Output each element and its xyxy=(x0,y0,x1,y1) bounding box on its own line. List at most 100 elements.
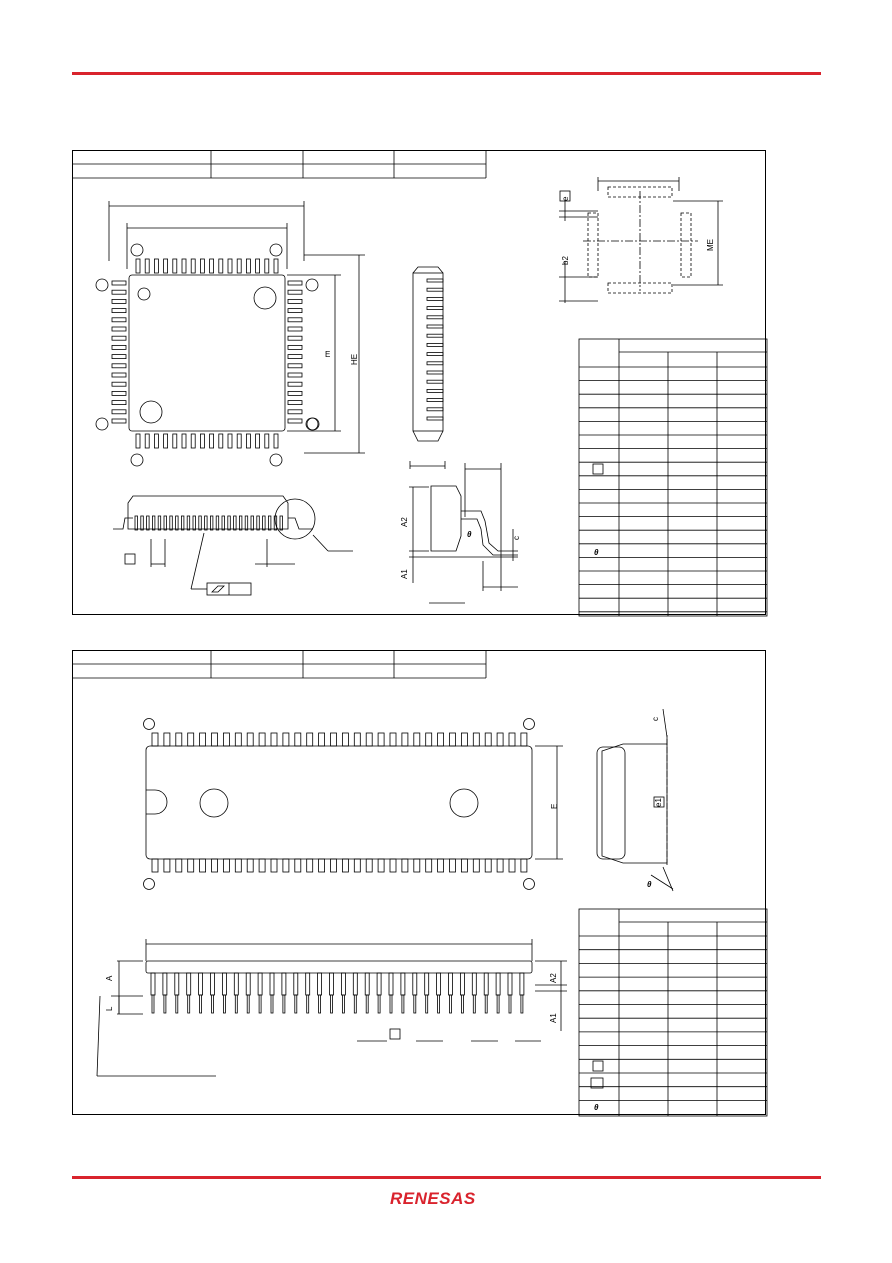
qfp-pin xyxy=(111,289,127,295)
dip-side-pin xyxy=(400,972,406,996)
qfp-pin xyxy=(287,308,303,314)
dip-pin xyxy=(270,732,278,747)
dip-pin xyxy=(199,732,206,747)
qfp-front-pin xyxy=(181,515,185,531)
qfp-front-pin xyxy=(204,515,208,531)
dip-pin xyxy=(437,732,445,747)
logo-text: RENESAS xyxy=(390,1189,476,1208)
qfp-pin xyxy=(218,433,224,449)
qfp-front-pin xyxy=(279,515,283,531)
qfp-pin xyxy=(209,258,215,274)
label-theta-detail: θ xyxy=(467,530,472,539)
qfp-pin xyxy=(135,258,141,274)
dip-pin xyxy=(341,858,349,873)
dip-pin xyxy=(484,858,492,873)
qfp-pin xyxy=(273,258,279,274)
dip-pin xyxy=(306,858,314,873)
dip-side-pin-tip xyxy=(508,994,512,1014)
header-rule xyxy=(72,72,821,75)
dip-pin xyxy=(318,858,326,873)
dip-pin xyxy=(246,858,254,873)
qfp-outline-drawing xyxy=(73,151,768,617)
title-table xyxy=(73,151,487,179)
dip-side-pin xyxy=(495,972,501,996)
qfp-pin xyxy=(181,433,187,449)
qfp-pin xyxy=(273,433,279,449)
qfp-pin xyxy=(245,433,251,449)
dip-pin xyxy=(413,732,421,747)
dip-side-pin xyxy=(364,972,370,996)
qfp-pin xyxy=(245,258,251,274)
qfp-pin xyxy=(255,433,261,449)
dip-side-pin-tip xyxy=(318,994,322,1014)
qfp-pin xyxy=(111,381,127,387)
dip-pin xyxy=(484,732,492,747)
dip-side-pin xyxy=(257,972,263,996)
qfp-pin xyxy=(236,258,242,274)
dip-side-pin-tip xyxy=(413,994,417,1014)
dip-side-pin-tip xyxy=(353,994,357,1014)
qfp-pin xyxy=(287,381,303,387)
label-c: c xyxy=(512,536,521,540)
qfp-front-pin xyxy=(134,515,138,531)
dip-side-pin-tip xyxy=(330,994,333,1014)
label-ME: ME xyxy=(706,239,715,251)
qfp-pin xyxy=(287,280,303,286)
dip-pin xyxy=(306,732,314,747)
qfp-side-pin xyxy=(426,324,444,329)
qfp-pin xyxy=(111,280,127,286)
dip-side-pin-tip xyxy=(306,994,310,1014)
dip-pin xyxy=(199,858,206,873)
dip-side-pin-tip xyxy=(341,994,345,1014)
qfp-pin xyxy=(287,400,303,406)
qfp-front-pin xyxy=(227,515,231,531)
label-A: A xyxy=(105,975,114,981)
dip-pin xyxy=(258,732,266,747)
ejector-pin-mark xyxy=(253,286,277,310)
package-outline-panel-qfp: E HE A2 A1 c e b2 ME θ θ xyxy=(72,150,768,617)
qfp-front-pin xyxy=(250,515,254,531)
qfp-pin xyxy=(218,258,224,274)
dip-side-pin xyxy=(233,972,239,996)
qfp-side-pin xyxy=(426,388,444,393)
label-theta-table: θ xyxy=(594,1103,599,1112)
dip-pin xyxy=(508,858,516,873)
qfp-side-pin xyxy=(426,278,444,283)
qfp-front-pin xyxy=(215,515,220,531)
label-E: E xyxy=(325,350,331,359)
qfp-side-pin xyxy=(426,352,444,357)
pin1-index-mark xyxy=(139,400,163,424)
dip-side-pin xyxy=(412,972,418,996)
ejector-pin-mark xyxy=(449,788,479,818)
dip-pin xyxy=(246,732,254,747)
qfp-pin xyxy=(154,433,159,449)
dip-pin xyxy=(163,732,171,747)
dip-pin xyxy=(389,858,397,873)
qfp-front-pin xyxy=(256,515,260,531)
label-theta-end: θ xyxy=(647,880,652,889)
qfp-pin xyxy=(287,298,303,304)
dip-side-pin-tip xyxy=(187,994,191,1014)
qfp-pin xyxy=(264,433,270,449)
renesas-logo: RENESAS xyxy=(390,1188,500,1210)
dip-pin xyxy=(520,732,528,747)
qfp-side-pin xyxy=(426,370,444,375)
qfp-pin xyxy=(111,354,127,360)
dip-side-pin xyxy=(245,972,251,996)
dip-pin xyxy=(425,732,433,747)
dip-side-pin xyxy=(448,972,453,996)
qfp-pin xyxy=(287,289,303,295)
dip-pin xyxy=(496,858,504,873)
qfp-pin xyxy=(236,433,242,449)
qfp-pin xyxy=(163,258,168,274)
dip-side-pin xyxy=(305,972,311,996)
dip-pin xyxy=(508,732,516,747)
dip-side-pin-tip xyxy=(234,994,238,1014)
title-table xyxy=(73,651,487,679)
qfp-front-pin xyxy=(209,515,214,531)
footer-rule xyxy=(72,1176,821,1179)
qfp-front-pin xyxy=(152,515,156,531)
label-A2: A2 xyxy=(549,973,558,983)
label-A2: A2 xyxy=(400,517,409,527)
dip-pin xyxy=(460,732,468,747)
